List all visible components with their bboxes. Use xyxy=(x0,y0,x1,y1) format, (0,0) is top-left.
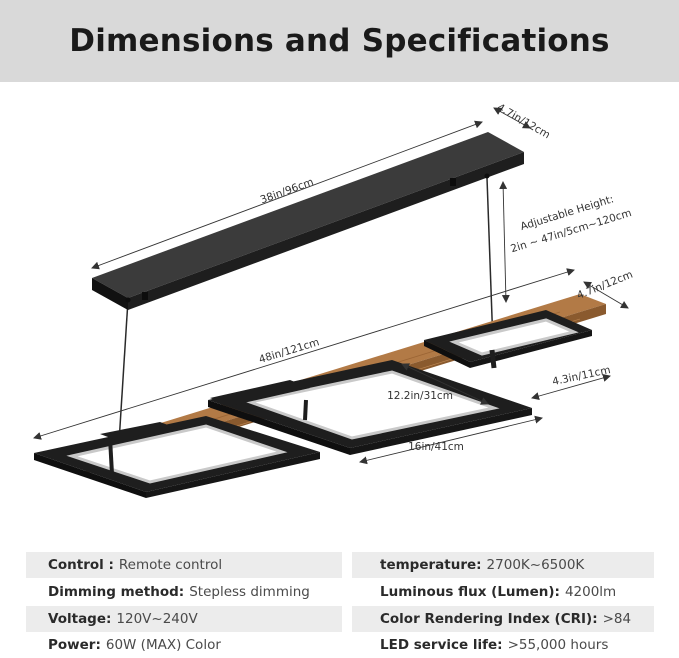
dimension-line-fixture-length xyxy=(33,268,575,440)
spec-label: Dimming method: xyxy=(48,584,185,600)
dim-fixture-length: 48in/121cm xyxy=(257,336,320,366)
spec-value: 4200lm xyxy=(564,584,617,600)
suspension-cable-right xyxy=(486,177,494,346)
spec-label: temperature: xyxy=(380,557,482,573)
spec-value: 120V~240V xyxy=(116,611,198,627)
dim-fixture-width: 4.7in/12cm xyxy=(575,269,634,302)
spec-label: Control : xyxy=(48,557,114,573)
dimension-line-frame-outer xyxy=(359,415,543,465)
spec-value: >55,000 hours xyxy=(507,637,609,653)
page-title: Dimensions and Specifications xyxy=(69,23,610,59)
specifications-table: Control : Remote control Dimming method:… xyxy=(0,548,679,655)
page-header: Dimensions and Specifications xyxy=(0,0,679,82)
spec-label: Power: xyxy=(48,637,101,653)
dim-frame-inner: 12.2in/31cm xyxy=(387,390,453,402)
dimension-line-canopy-width xyxy=(493,107,531,129)
spec-row-control: Control : Remote control xyxy=(26,552,342,578)
dimension-line-canopy-length xyxy=(91,120,483,270)
product-drawing: 38in/96cm 4.7in/12cm Adjustable Height: … xyxy=(33,101,635,498)
spec-row-luminous-flux: Luminous flux (Lumen): 4200lm xyxy=(352,579,654,605)
dimension-line-adjustable-height xyxy=(499,181,510,303)
spec-value: Stepless dimming xyxy=(189,584,310,600)
spec-value: 2700K~6500K xyxy=(486,557,585,573)
dim-canopy-width: 4.7in/12cm xyxy=(495,101,552,141)
spec-label: Color Rendering Index (CRI): xyxy=(380,611,598,627)
spec-value: >84 xyxy=(602,611,632,627)
spec-row-dimming-method: Dimming method: Stepless dimming xyxy=(26,579,342,605)
spec-row-temperature: temperature: 2700K~6500K xyxy=(352,552,654,578)
spec-label: Luminous flux (Lumen): xyxy=(380,584,560,600)
spec-row-cri: Color Rendering Index (CRI): >84 xyxy=(352,606,654,632)
spec-value: Remote control xyxy=(118,557,223,573)
spec-value: 60W (MAX) Color xyxy=(105,637,221,653)
dimension-line-frame-inner xyxy=(401,363,489,405)
spec-row-led-service-life: LED service life: >55,000 hours xyxy=(352,632,654,658)
spec-label: Voltage: xyxy=(48,611,112,627)
spec-row-power: Power: 60W (MAX) Color xyxy=(26,632,342,658)
dim-frame-outer: 16in/41cm xyxy=(408,441,464,453)
spec-label: LED service life: xyxy=(380,637,503,653)
dimension-line-frame-depth xyxy=(531,374,611,400)
ceiling-canopy xyxy=(92,132,524,310)
dimension-line-fixture-width xyxy=(583,281,629,309)
spec-row-voltage: Voltage: 120V~240V xyxy=(26,606,342,632)
